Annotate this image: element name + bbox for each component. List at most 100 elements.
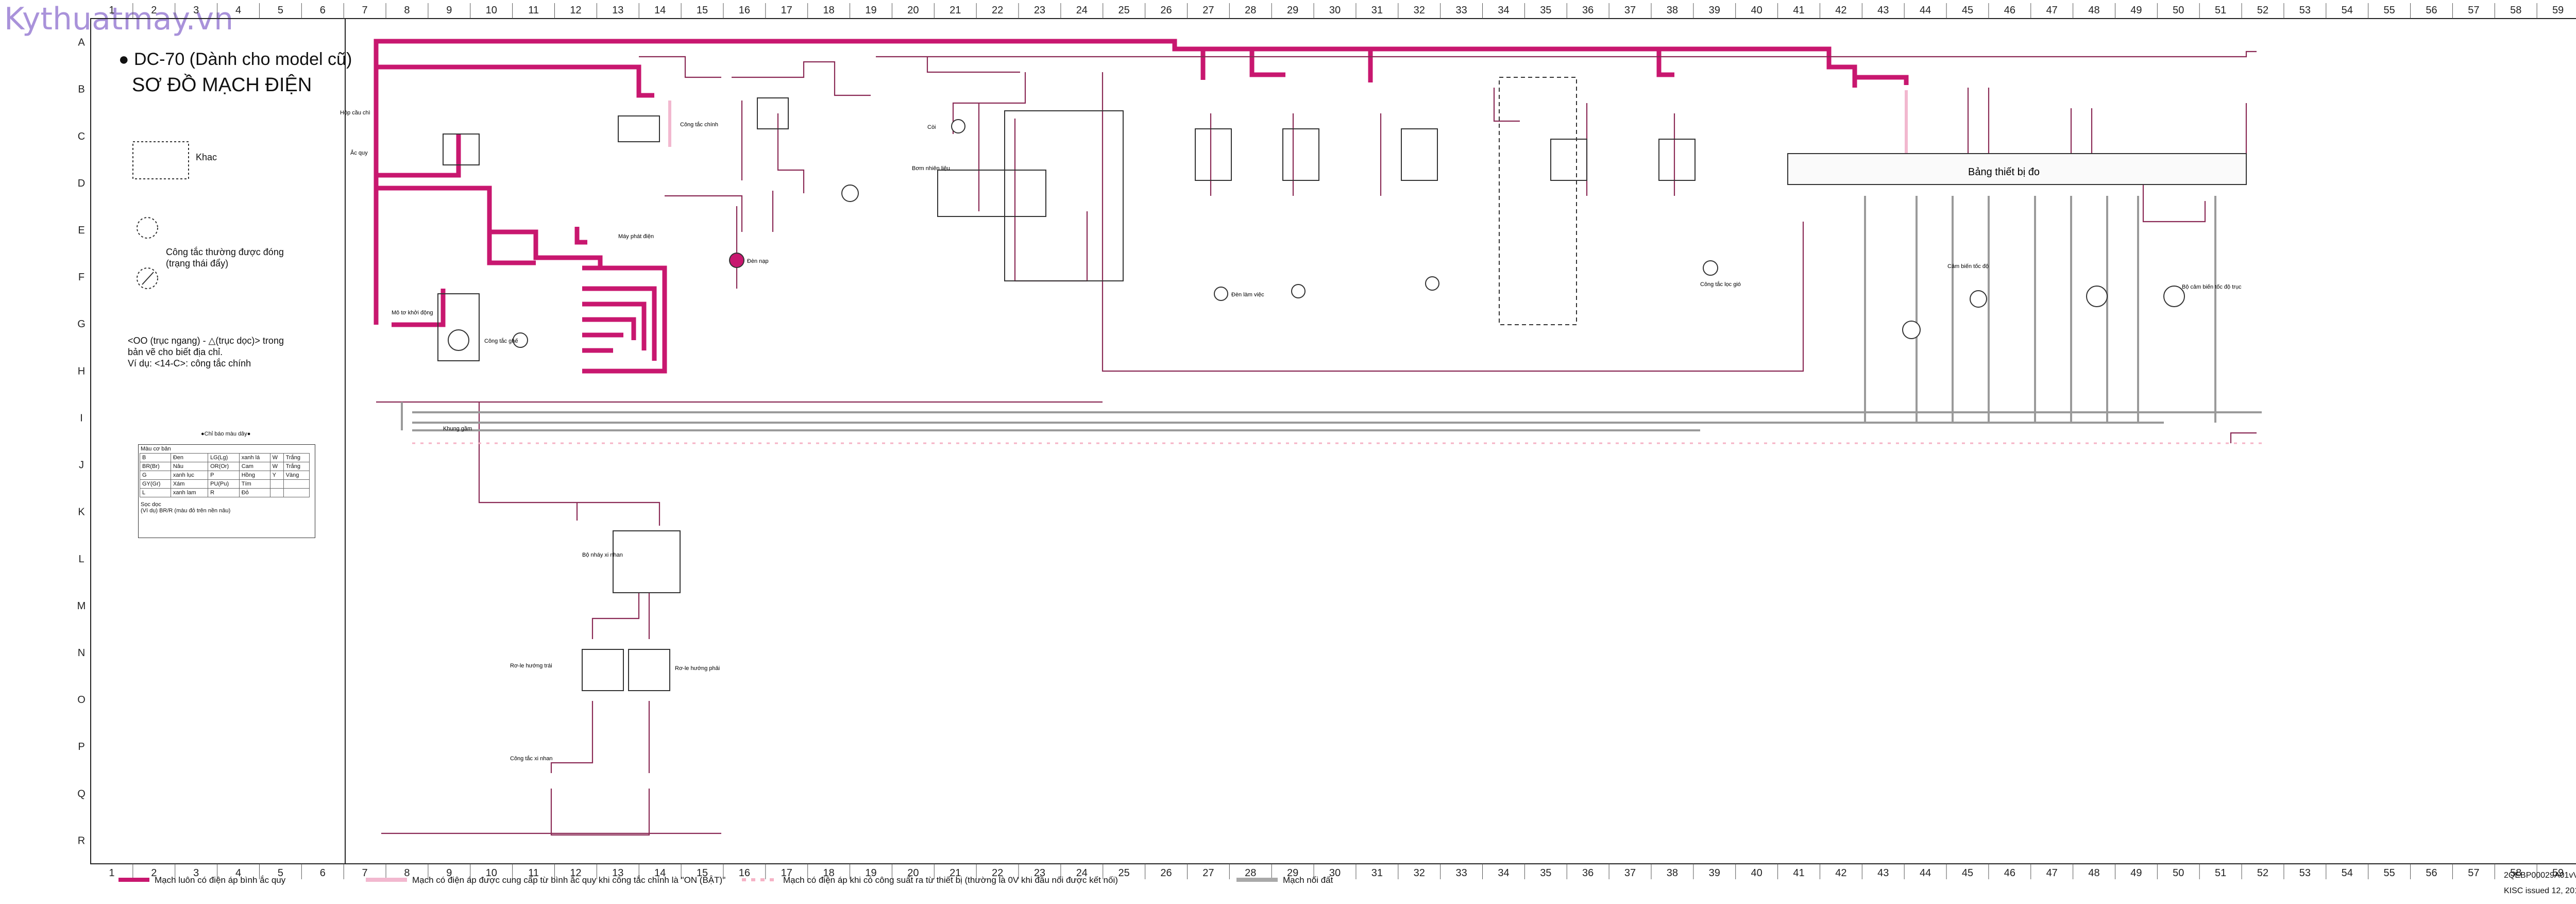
color-table-cell: B — [140, 453, 171, 462]
col-label-top: 49 — [2130, 5, 2142, 16]
diagram-model: ● DC-70 (Dành cho model cũ) — [118, 49, 352, 69]
color-table-cell: Đỏ — [239, 488, 270, 497]
col-label-top: 40 — [1751, 5, 1762, 16]
seat-switch-label: Công tắc ghế — [484, 338, 518, 344]
col-label-top: 11 — [528, 5, 539, 16]
col-label-bottom: 26 — [1160, 867, 1172, 879]
col-label-top: 3 — [193, 5, 199, 16]
col-label-top: 34 — [1498, 5, 1509, 16]
issued-note: KISC issued 12, 2017 A — [2504, 886, 2576, 895]
row-label-left: A — [78, 37, 85, 48]
col-label-top: 14 — [654, 5, 666, 16]
col-label-bottom: 10 — [486, 867, 497, 879]
col-label-top: 7 — [362, 5, 368, 16]
col-label-bottom: 1 — [109, 867, 114, 879]
col-label-top: 17 — [781, 5, 792, 16]
col-label-bottom: 30 — [1329, 867, 1341, 879]
col-label-bottom: 56 — [2426, 867, 2437, 879]
col-label-bottom: 17 — [781, 867, 792, 879]
col-label-top: 16 — [739, 5, 750, 16]
col-label-top: 59 — [2552, 5, 2564, 16]
col-label-top: 6 — [320, 5, 326, 16]
col-label-top: 5 — [278, 5, 283, 16]
col-label-bottom: 35 — [1540, 867, 1551, 879]
color-table-cell: Trắng — [283, 462, 310, 471]
col-label-bottom: 29 — [1287, 867, 1298, 879]
col-label-bottom: 4 — [235, 867, 241, 879]
col-label-bottom: 16 — [739, 867, 750, 879]
diagram-frame — [90, 18, 2576, 864]
col-label-top: 24 — [1076, 5, 1088, 16]
col-label-top: 9 — [446, 5, 452, 16]
col-label-top: 10 — [486, 5, 497, 16]
col-label-bottom: 38 — [1667, 867, 1678, 879]
main-switch-label: Công tắc chính — [680, 121, 718, 128]
color-table-cell: xanh lục — [170, 471, 209, 480]
signal-circuit — [376, 51, 2257, 836]
color-table-cell: xanh lam — [170, 488, 209, 497]
col-label-top: 53 — [2299, 5, 2311, 16]
col-label-bottom: 7 — [362, 867, 368, 879]
col-label-bottom: 47 — [2046, 867, 2058, 879]
col-label-bottom: 33 — [1455, 867, 1467, 879]
col-label-top: 18 — [823, 5, 835, 16]
col-label-bottom: 12 — [570, 867, 581, 879]
alternator-label: Máy phát điện — [618, 233, 654, 240]
color-table-cell: L — [140, 488, 171, 497]
row-label-left: C — [78, 131, 85, 142]
switch-on-circuit — [668, 90, 1908, 155]
footer-battery-line: Mạch luôn có điện áp bình ắc quy — [155, 875, 286, 885]
col-label-bottom: 53 — [2299, 867, 2311, 879]
color-table-cell — [269, 488, 284, 497]
shift-switch-label: Cảm biến tốc độ — [1947, 263, 1989, 270]
col-label-bottom: 43 — [1877, 867, 1889, 879]
col-label-bottom: 52 — [2257, 867, 2268, 879]
col-label-bottom: 8 — [404, 867, 410, 879]
fuel-pump-label: Bơm nhiên liệu — [912, 165, 950, 172]
col-label-top: 4 — [235, 5, 241, 16]
fuse-box-label: Hộp cầu chì — [340, 110, 370, 116]
col-label-top: 55 — [2383, 5, 2395, 16]
col-label-bottom: 42 — [1835, 867, 1846, 879]
col-label-top: 41 — [1793, 5, 1804, 16]
col-label-bottom: 13 — [612, 867, 623, 879]
row-label-left: B — [78, 84, 84, 95]
col-label-bottom: 2 — [151, 867, 157, 879]
row-label-left: P — [78, 741, 84, 752]
col-label-top: 26 — [1160, 5, 1172, 16]
row-label-left: D — [78, 178, 85, 189]
col-label-top: 30 — [1329, 5, 1341, 16]
col-label-bottom: 48 — [2088, 867, 2099, 879]
color-table-cell: xanh lá — [239, 453, 270, 462]
col-label-bottom: 31 — [1371, 867, 1383, 879]
row-label-left: N — [78, 647, 85, 659]
legend-icons — [132, 141, 189, 289]
row-label-left: O — [77, 694, 86, 706]
col-label-bottom: 19 — [865, 867, 876, 879]
col-label-bottom: 9 — [446, 867, 452, 879]
row-label-left: M — [77, 600, 86, 612]
instrument-panel-label: Bảng thiết bị đo — [1968, 166, 2040, 178]
component-boxes — [437, 77, 2247, 691]
color-table-title: ●Chỉ báo màu dây● — [201, 431, 251, 437]
col-label-bottom: 40 — [1751, 867, 1762, 879]
color-table-cell: Y — [269, 471, 284, 480]
col-label-top: 32 — [1414, 5, 1425, 16]
col-label-bottom: 24 — [1076, 867, 1088, 879]
col-label-top: 51 — [2215, 5, 2226, 16]
col-label-top: 31 — [1371, 5, 1383, 16]
col-label-bottom: 20 — [907, 867, 919, 879]
col-label-top: 45 — [1962, 5, 1973, 16]
col-label-bottom: 57 — [2468, 867, 2479, 879]
charge-lamp-label: Đèn nạp — [747, 258, 769, 264]
col-label-top: 58 — [2510, 5, 2521, 16]
col-label-bottom: 3 — [193, 867, 199, 879]
row-label-left: H — [78, 365, 85, 377]
col-label-top: 25 — [1118, 5, 1130, 16]
turn-switch-label: Công tắc xi nhan — [510, 755, 553, 762]
col-label-bottom: 14 — [654, 867, 666, 879]
